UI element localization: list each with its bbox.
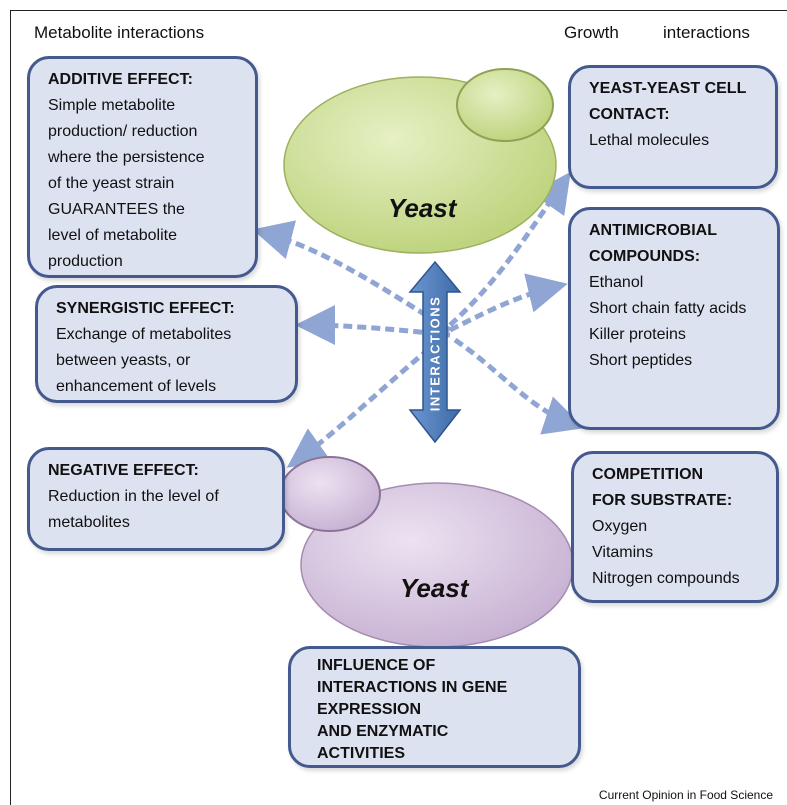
additive-line: Simple metabolite <box>48 97 176 114</box>
figure-frame <box>10 10 787 805</box>
influence-title: INFLUENCE OF <box>317 657 436 674</box>
cell-contact-title: CONTACT: <box>589 106 670 123</box>
influence-title: AND ENZYMATIC <box>317 723 449 740</box>
antimicrobial-line: Short peptides <box>589 352 693 369</box>
additive-effect-title: ADDITIVE EFFECT: <box>48 71 193 88</box>
yeast-bottom-bud <box>279 456 381 532</box>
additive-line: level of metabolite <box>48 227 177 244</box>
additive-line: production/ reduction <box>48 123 198 140</box>
yeast-top-label: Yeast <box>388 193 457 223</box>
influence-title: ACTIVITIES <box>317 745 406 762</box>
yeast-top-bud <box>456 68 554 142</box>
competition-line: Oxygen <box>592 518 648 535</box>
interactions-header: interactions <box>663 23 750 42</box>
influence-title: INTERACTIONS IN GENE <box>317 679 508 696</box>
additive-line: production <box>48 253 123 270</box>
arrow-to-negative <box>286 338 442 468</box>
negative-effect-box: NEGATIVE EFFECT: Reduction in the level … <box>27 447 285 551</box>
additive-line: where the persistence <box>48 149 205 166</box>
yeast-bottom-label: Yeast <box>400 573 469 603</box>
cell-contact-line: Lethal molecules <box>589 132 710 149</box>
growth-header: Growth <box>564 23 619 42</box>
arrow-to-antimicrobial <box>448 273 568 333</box>
competition-title: FOR SUBSTRATE: <box>592 492 733 509</box>
cell-contact-box: YEAST-YEAST CELL CONTACT: Lethal molecul… <box>568 65 778 189</box>
negative-effect-title: NEGATIVE EFFECT: <box>48 462 199 479</box>
synergistic-effect-box: SYNERGISTIC EFFECT: Exchange of metaboli… <box>35 285 298 403</box>
antimicrobial-line: Short chain fatty acids <box>589 300 747 317</box>
antimicrobial-title: ANTIMICROBIAL <box>589 222 717 239</box>
antimicrobial-line: Ethanol <box>589 274 644 291</box>
synergistic-line: between yeasts, or <box>56 352 191 369</box>
competition-line: Vitamins <box>592 544 654 561</box>
antimicrobial-box: ANTIMICROBIAL COMPOUNDS: Ethanol Short c… <box>568 207 780 430</box>
antimicrobial-title: COMPOUNDS: <box>589 248 701 265</box>
additive-line: GUARANTEES the <box>48 201 185 218</box>
influence-title: EXPRESSION <box>317 701 422 718</box>
cell-contact-title: YEAST-YEAST CELL <box>589 80 747 97</box>
credit-text: Current Opinion in Food Science <box>598 788 773 802</box>
synergistic-line: enhancement of levels <box>56 378 217 395</box>
negative-line: Reduction in the level of <box>48 488 219 505</box>
metabolite-interactions-header: Metabolite interactions <box>34 23 205 42</box>
yeast-top-cell <box>283 68 557 254</box>
synergistic-effect-title: SYNERGISTIC EFFECT: <box>56 300 235 317</box>
interactions-double-arrow <box>408 260 462 444</box>
arrow-to-competition <box>453 337 585 435</box>
antimicrobial-line: Killer proteins <box>589 326 686 343</box>
negative-line: metabolites <box>48 514 130 531</box>
interactions-label: INTERACTIONS <box>427 295 443 412</box>
competition-box: COMPETITION FOR SUBSTRATE: Oxygen Vitami… <box>571 451 779 603</box>
yeast-bottom-cell <box>279 456 574 648</box>
competition-line: Nitrogen compounds <box>592 570 740 587</box>
additive-effect-box: ADDITIVE EFFECT: Simple metabolite produ… <box>27 56 258 278</box>
synergistic-line: Exchange of metabolites <box>56 326 232 343</box>
influence-box: INFLUENCE OF INTERACTIONS IN GENE EXPRES… <box>288 646 581 768</box>
competition-title: COMPETITION <box>592 466 704 483</box>
additive-line: of the yeast strain <box>48 175 175 192</box>
